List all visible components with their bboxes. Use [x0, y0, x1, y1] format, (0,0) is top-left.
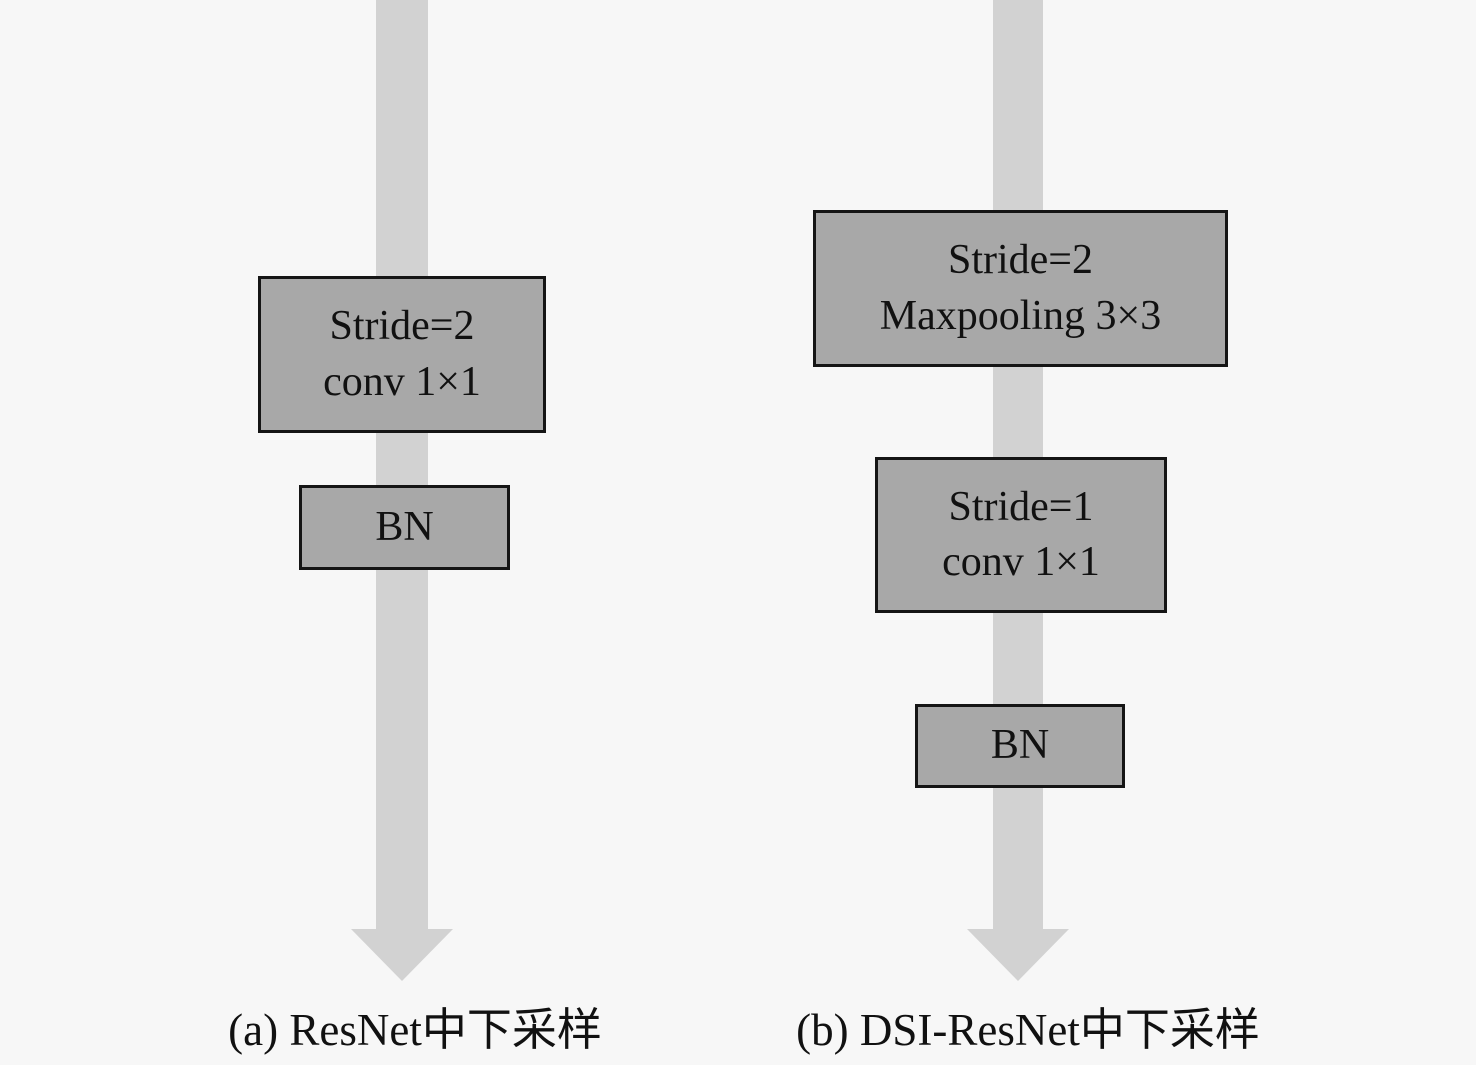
box-line: Stride=2	[329, 303, 475, 350]
down-arrow-head-icon-b	[967, 929, 1069, 981]
down-arrow-head-icon-a	[351, 929, 453, 981]
box-line: Maxpooling 3×3	[879, 292, 1162, 339]
box-stride1-conv1x1: Stride=1 conv 1×1	[875, 457, 1167, 613]
down-arrow-shaft-a	[376, 0, 428, 930]
box-bn-a: BN	[299, 485, 510, 570]
box-line: conv 1×1	[323, 358, 481, 405]
box-bn-b: BN	[915, 704, 1125, 788]
box-line: BN	[375, 503, 434, 550]
box-stride2-maxpooling3x3: Stride=2 Maxpooling 3×3	[813, 210, 1228, 367]
box-line: conv 1×1	[942, 539, 1100, 585]
caption-panel-a: (a) ResNet中下采样	[228, 1005, 602, 1055]
box-line: Stride=1	[948, 483, 1094, 530]
caption-panel-b: (b) DSI-ResNet中下采样	[796, 1005, 1260, 1055]
box-stride2-conv1x1: Stride=2 conv 1×1	[258, 276, 546, 433]
box-line: BN	[990, 722, 1050, 769]
box-line: Stride=2	[947, 237, 1093, 284]
